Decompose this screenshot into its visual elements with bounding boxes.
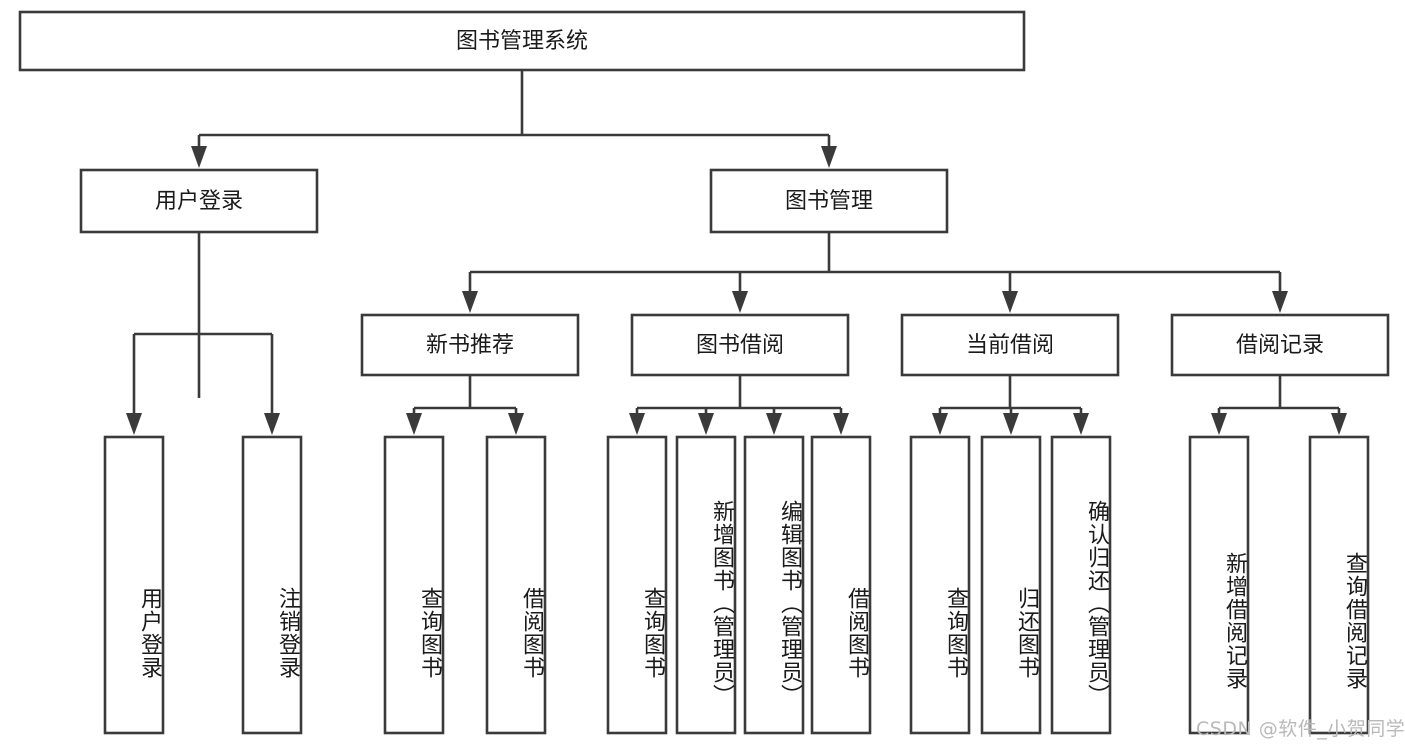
- arrow-head-icon: [126, 413, 142, 435]
- node-label-new-book-recommend: 新书推荐: [426, 333, 514, 358]
- arrow-head-icon: [1211, 413, 1227, 435]
- csdn-watermark: CSDN @软件_小贺同学: [1196, 718, 1405, 740]
- node-box-book-manage[interactable]: [709, 168, 949, 234]
- node-box-book-borrow[interactable]: [630, 313, 850, 377]
- node-box-leaf-bb-add-book[interactable]: [675, 435, 737, 735]
- node-box-leaf-bb-edit-book[interactable]: [743, 435, 805, 735]
- arrow-heads-group: [126, 146, 1347, 435]
- arrow-head-icon: [1003, 413, 1019, 435]
- node-label-book-manage: 图书管理: [785, 189, 873, 214]
- arrow-head-icon: [191, 146, 207, 168]
- node-boxes-group: [18, 10, 1390, 735]
- node-label-user-login: 用户登录: [155, 189, 243, 214]
- node-box-leaf-bb-borrow-book[interactable]: [810, 435, 872, 735]
- arrow-head-icon: [508, 413, 524, 435]
- node-box-leaf-cb-query-book[interactable]: [909, 435, 971, 735]
- arrow-head-icon: [698, 413, 714, 435]
- node-box-leaf-rec-borrow-book[interactable]: [485, 435, 547, 735]
- node-label-borrow-record: 借阅记录: [1236, 333, 1324, 358]
- arrow-head-icon: [932, 413, 948, 435]
- node-box-leaf-cb-confirm-return[interactable]: [1050, 435, 1112, 735]
- arrow-head-icon: [766, 413, 782, 435]
- node-box-current-borrow[interactable]: [900, 313, 1120, 377]
- arrow-head-icon: [629, 413, 645, 435]
- node-box-root[interactable]: [18, 10, 1026, 72]
- arrow-head-icon: [1331, 413, 1347, 435]
- arrow-head-icon: [821, 146, 837, 168]
- arrow-head-icon: [406, 413, 422, 435]
- node-box-borrow-record[interactable]: [1170, 313, 1390, 377]
- node-label-root: 图书管理系统: [456, 29, 588, 54]
- arrow-head-icon: [732, 291, 748, 313]
- node-box-new-book-recommend[interactable]: [360, 313, 580, 377]
- arrow-head-icon: [462, 291, 478, 313]
- arrow-head-icon: [1073, 413, 1089, 435]
- node-label-current-borrow: 当前借阅: [966, 333, 1054, 358]
- arrow-head-icon: [833, 413, 849, 435]
- node-box-leaf-user-login[interactable]: [103, 435, 165, 735]
- node-box-leaf-bb-query-book[interactable]: [606, 435, 668, 735]
- node-box-user-login[interactable]: [79, 168, 319, 234]
- arrow-head-icon: [1002, 291, 1018, 313]
- arrow-head-icon: [1272, 291, 1288, 313]
- node-box-leaf-rec-query-book[interactable]: [383, 435, 445, 735]
- arrow-head-icon: [264, 413, 280, 435]
- node-box-leaf-cb-return-book[interactable]: [980, 435, 1042, 735]
- node-box-leaf-user-logout[interactable]: [241, 435, 303, 735]
- node-box-leaf-br-add-record[interactable]: [1188, 435, 1250, 735]
- node-label-book-borrow: 图书借阅: [696, 333, 784, 358]
- node-box-leaf-br-query-record[interactable]: [1308, 435, 1370, 735]
